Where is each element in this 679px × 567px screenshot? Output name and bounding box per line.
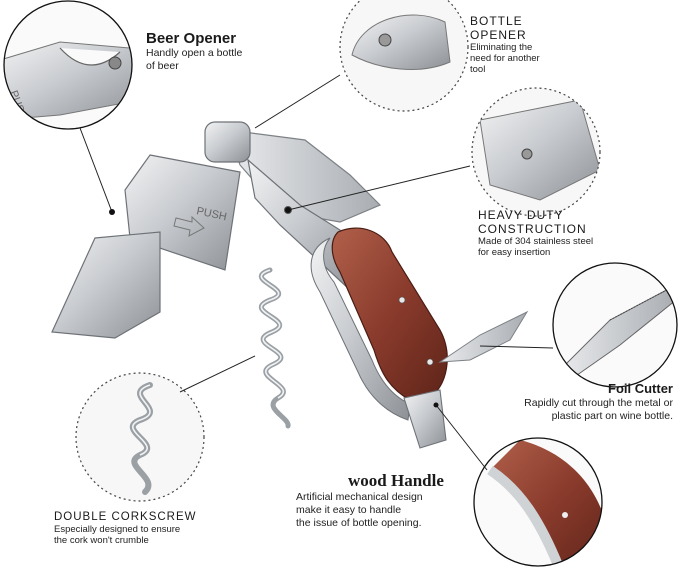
corkscrew-worm-highlight (260, 269, 285, 399)
corkscrew-worm (259, 267, 291, 429)
leader-wood-handle (435, 404, 488, 471)
corkscrew-title: DOUBLE CORKSCREW (54, 511, 197, 523)
handle-rivet-bottom (426, 358, 434, 366)
foil-cutter-desc-1: Rapidly cut through the metal or (524, 397, 673, 409)
foil-cutter-callout (552, 262, 678, 388)
beer-opener-title: Beer Opener (146, 30, 237, 47)
heavy-duty-title-2: CONSTRUCTION (478, 222, 587, 236)
heavy-duty-label: HEAVY DUTY CONSTRUCTION Made of 304 stai… (478, 208, 593, 258)
leader-dots (109, 207, 439, 408)
wood-handle-title: wood Handle (348, 471, 444, 490)
foil-cutter-title: Foil Cutter (608, 381, 673, 396)
bottle-opener-desc-2: need for another (470, 53, 540, 64)
beer-opener-callout: PUSH (3, 0, 133, 130)
lever-arrow-icon (173, 215, 205, 237)
handle-steel-edge (310, 237, 411, 421)
heavy-duty-desc-1: Made of 304 stainless steel (478, 236, 594, 247)
leader-beer-opener (79, 127, 113, 213)
corkscrew-callout (75, 372, 205, 502)
bottle-opener-desc-3: tool (470, 64, 486, 75)
wood-handle-desc-1: Artificial mechanical design (296, 491, 423, 503)
wood-handle-desc-2: make it easy to handle (296, 504, 402, 516)
beer-opener-label: Beer Opener Handly open a bottle of beer (146, 30, 242, 73)
corkscrew-desc-2: the cork won't crumble (54, 535, 149, 546)
wood-handle-callout (473, 437, 603, 567)
beer-opener-desc-1: Handly open a bottle (146, 47, 243, 59)
hinge (204, 121, 251, 163)
wood-handle-label: wood Handle Artificial mechanical design… (296, 471, 444, 530)
leader-lines (79, 74, 554, 471)
handle-tip (403, 389, 447, 449)
heavy-duty-callout (471, 87, 601, 217)
bottle-opener-title-2: OPENER (470, 28, 527, 42)
corkscrew-desc-1: Especially designed to ensure (54, 524, 181, 535)
beer-opener-desc-2: of beer (146, 60, 179, 72)
foil-cutter-label: Foil Cutter Rapidly cut through the meta… (524, 380, 673, 423)
corkscrew-label: DOUBLE CORKSCREW Especially designed to … (54, 510, 197, 546)
foil-cutter-desc-2: plastic part on wine bottle. (551, 410, 673, 422)
wood-handle-desc-3: the issue of bottle opening. (296, 517, 422, 529)
leader-foil-cutter (479, 345, 554, 349)
bottle-opener-label: BOTTLE OPENER Eliminating the need for a… (470, 14, 540, 75)
heavy-duty-title-1: HEAVY DUTY (478, 208, 564, 222)
main-blade (227, 129, 382, 223)
handle-rivet-top (398, 296, 406, 304)
leader-bottle-opener (254, 74, 341, 129)
bottle-opener-desc-1: Eliminating the (470, 42, 533, 53)
lever-foot (51, 231, 161, 339)
bottle-opener-callout (339, 0, 469, 112)
foil-knife-main (438, 310, 529, 363)
corkscrew-main: PUSH (51, 121, 529, 449)
leader-heavy-duty (287, 165, 471, 211)
bottle-opener-title-1: BOTTLE (470, 14, 523, 28)
leader-corkscrew (179, 355, 256, 393)
heavy-duty-desc-2: for easy insertion (478, 247, 551, 258)
